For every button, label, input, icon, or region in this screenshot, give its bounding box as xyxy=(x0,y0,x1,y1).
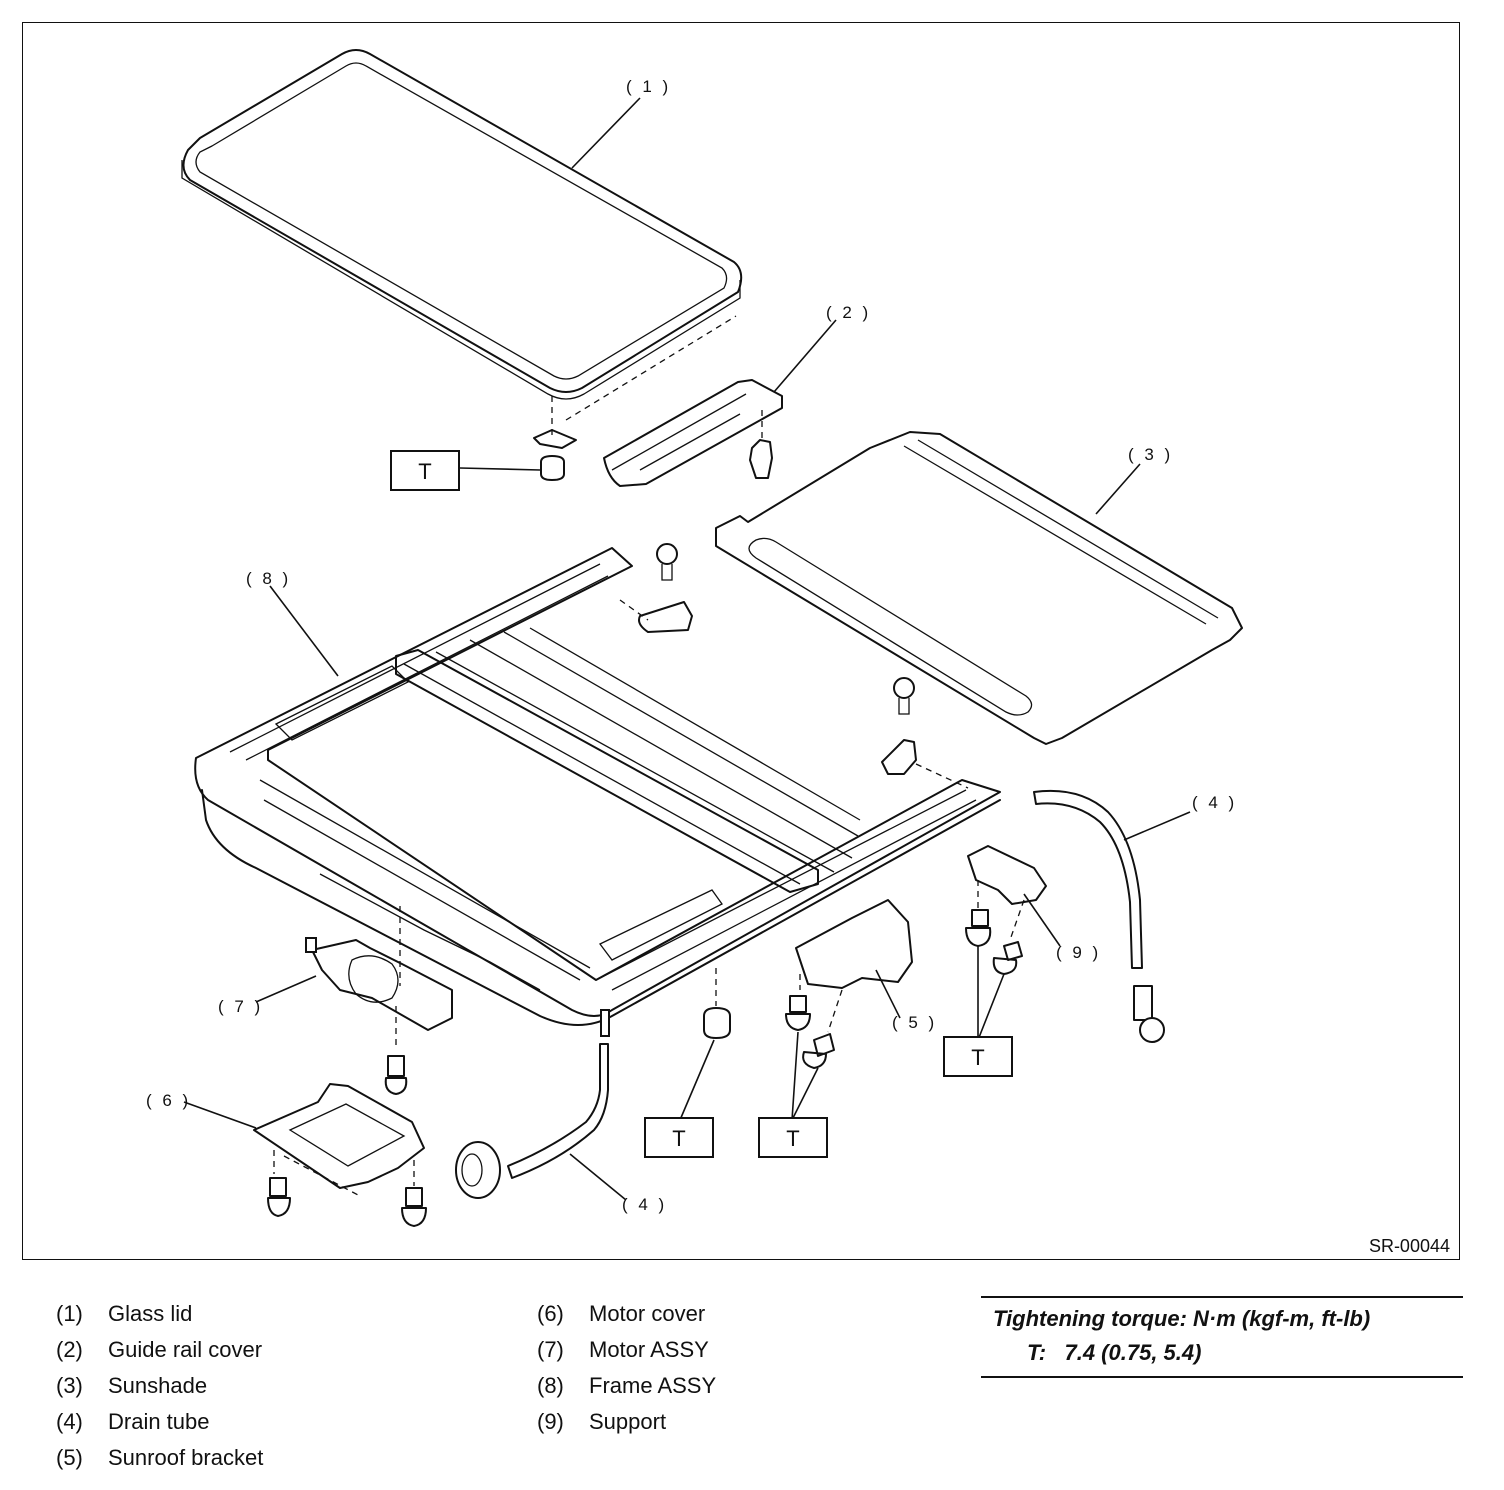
torque-tag-label: T xyxy=(971,1045,984,1070)
legend-left: (1) Glass lid (2) Guide rail cover (3) Suns… xyxy=(56,1296,263,1476)
callout-5: ( 5 ) xyxy=(892,1013,937,1032)
legend-num: (2) xyxy=(56,1337,83,1362)
guide-rail-cover xyxy=(603,379,783,487)
torque-tag-label: T xyxy=(786,1126,799,1151)
legend-item: (1) Glass lid xyxy=(56,1296,263,1332)
legend-name: Drain tube xyxy=(108,1409,210,1434)
torque-tag-3: T xyxy=(758,1117,828,1158)
legend-name: Motor ASSY xyxy=(589,1337,709,1362)
torque-tag-label: T xyxy=(418,459,431,484)
grommet xyxy=(455,1141,501,1199)
legend-item: (4) Drain tube xyxy=(56,1404,263,1440)
legend-name: Support xyxy=(589,1409,667,1434)
legend-num: (7) xyxy=(537,1337,564,1362)
legend-num: (5) xyxy=(56,1445,83,1470)
legend-item: (8) Frame ASSY xyxy=(537,1368,716,1404)
glass-lid xyxy=(181,49,743,481)
callouts: ( 1 ) ( 2 ) ( 3 ) ( 4 ) ( 4 ) ( 5 ) ( 6 … xyxy=(146,77,1237,1214)
legend-item: (5) Sunroof bracket xyxy=(56,1440,263,1476)
legend-item: (6) Motor cover xyxy=(537,1296,716,1332)
callout-8: ( 8 ) xyxy=(246,569,291,588)
torque-tag-1: T xyxy=(390,450,460,491)
torque-value: 7.4 (0.75, 5.4) xyxy=(1064,1340,1202,1365)
legend-right: (6) Motor cover (7) Motor ASSY (8) Frame AS… xyxy=(537,1296,716,1440)
diagram-frame xyxy=(22,22,1460,1260)
figure-id: SR-00044 xyxy=(1369,1236,1450,1256)
legend-item: (9) Support xyxy=(537,1404,716,1440)
torque-tag-label: T xyxy=(672,1126,685,1151)
callout-1: ( 1 ) xyxy=(626,77,671,96)
support xyxy=(965,845,1047,975)
callout-2: ( 2 ) xyxy=(826,303,871,322)
torque-tag-2: T xyxy=(644,1117,714,1158)
legend-item: (2) Guide rail cover xyxy=(56,1332,263,1368)
legend-num: (4) xyxy=(56,1409,83,1434)
legend-name: Frame ASSY xyxy=(589,1373,717,1398)
legend-num: (6) xyxy=(537,1301,564,1326)
sunroof-bracket xyxy=(785,899,913,1069)
legend-num: (1) xyxy=(56,1301,83,1326)
motor-assy xyxy=(305,937,453,1095)
legend-name: Sunroof bracket xyxy=(108,1445,264,1470)
torque-tag-4: T xyxy=(943,1036,1013,1077)
callout-9: ( 9 ) xyxy=(1056,943,1101,962)
sunshade xyxy=(715,431,1243,745)
exploded-diagram: ( 1 ) ( 2 ) ( 3 ) ( 4 ) ( 4 ) ( 5 ) ( 6 … xyxy=(146,49,1450,1256)
drain-tube-right xyxy=(1033,789,1165,1043)
legend-name: Guide rail cover xyxy=(108,1337,263,1362)
legend-item: (3) Sunshade xyxy=(56,1368,263,1404)
legend-num: (8) xyxy=(537,1373,564,1398)
legend-name: Sunshade xyxy=(108,1373,208,1398)
callout-6: ( 6 ) xyxy=(146,1091,191,1110)
nut xyxy=(703,968,731,1039)
clip-screws xyxy=(619,543,969,789)
torque-title: Tightening torque: N·m (kgf-m, ft-lb) xyxy=(993,1306,1371,1331)
torque-spec: Tightening torque: N·m (kgf-m, ft-lb) T:… xyxy=(981,1296,1463,1378)
drain-tube-lower xyxy=(507,1043,609,1179)
callout-7: ( 7 ) xyxy=(218,997,263,1016)
torque-tag: T: xyxy=(1027,1340,1047,1365)
callout-3: ( 3 ) xyxy=(1128,445,1173,464)
callout-4-lower: ( 4 ) xyxy=(622,1195,667,1214)
legend-item: (7) Motor ASSY xyxy=(537,1332,716,1368)
callout-4-right: ( 4 ) xyxy=(1192,793,1237,812)
motor-cover xyxy=(253,1083,427,1227)
leader-lines xyxy=(183,97,1191,1201)
legend-name: Motor cover xyxy=(589,1301,706,1326)
frame-assy xyxy=(194,547,1001,1037)
torque-value-row: T: 7.4 (0.75, 5.4) xyxy=(993,1336,1463,1370)
legend-num: (9) xyxy=(537,1409,564,1434)
legend-name: Glass lid xyxy=(108,1301,193,1326)
legend-num: (3) xyxy=(56,1373,83,1398)
